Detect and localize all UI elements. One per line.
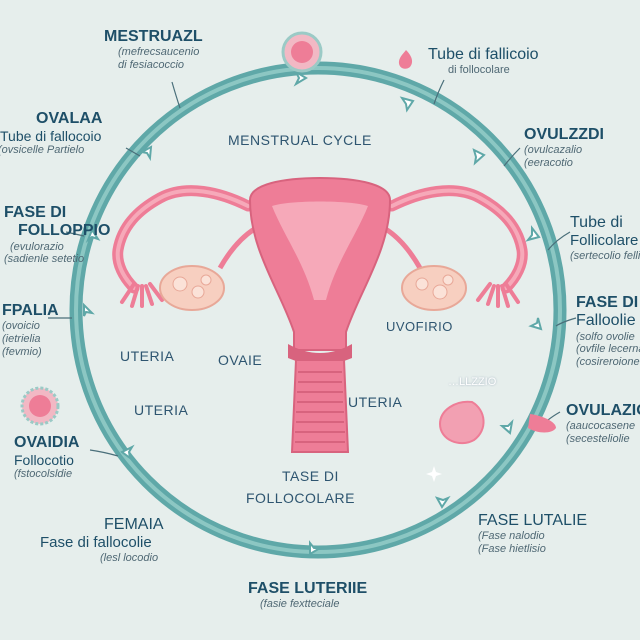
center-title: MENSTRUAL CYCLE <box>228 132 372 148</box>
label-tase-line2: FOLLOCOLARE <box>246 490 355 506</box>
label-group-bottom-left: FEMAIA Fase di fallocolie (lesl locodio <box>40 516 164 564</box>
label-uteria-left-2: UTERIA <box>134 402 189 418</box>
label-group-top-right: Tube di fallicoio di follocolare <box>428 46 539 77</box>
label-group-right-3: FASE DI Falloolie (solfo ovolie (ovfile … <box>576 294 640 369</box>
label-sub: (evulorazio <box>10 240 64 253</box>
label-sub: (aaucocasene <box>566 420 636 433</box>
label-sub: (sertecolio fellio <box>570 249 640 262</box>
uterine-cavity <box>272 201 368 300</box>
label-group-top-left: MESTRUAZL (mefrecsaucenio di fesiacoccio <box>104 28 203 72</box>
label-title: OVALAA <box>36 110 103 127</box>
pointer-line <box>547 231 571 251</box>
label-title: OVULAZIO <box>566 402 640 419</box>
label-sub: (sadienle setetio <box>4 253 85 266</box>
chevron-icon <box>472 148 486 166</box>
pointer-line <box>171 81 181 109</box>
label-tase-line1: TASE DI <box>282 468 339 484</box>
label-sub: (Fase nalodio <box>478 530 545 543</box>
pointer-line <box>89 449 119 457</box>
label-sub: (secesteliolie <box>566 433 630 446</box>
label-line2: Follicolare <box>570 232 639 250</box>
chevron-icon <box>139 145 153 162</box>
pointer-lines <box>48 79 577 457</box>
label-line2: Falloolie <box>576 312 636 330</box>
chevron-icon <box>309 540 324 556</box>
label-ovaie: OVAIE <box>218 352 263 368</box>
label-group-left-4: OVAIDIA Follocotio (fstocolsldie <box>14 434 79 481</box>
label-sub: (mefrecsaucenio <box>118 46 200 59</box>
egg-cell-icon-left <box>20 386 60 426</box>
label-sub: di fesiacoccio <box>118 59 185 72</box>
chevron-icon <box>85 227 101 243</box>
label-title: OVULZZDI <box>524 126 604 143</box>
label-uteria-left-1: UTERIA <box>120 348 175 364</box>
label-sub: (cosireroione <box>576 356 640 369</box>
label-sub: (eeracotio <box>524 157 573 170</box>
chevron-icon <box>399 96 415 113</box>
follicle-drop-icon <box>438 400 556 445</box>
label-sub: (ovoicio <box>2 320 40 333</box>
pointer-line <box>125 147 141 157</box>
pointer-line <box>433 79 445 105</box>
label-sub: di follocolare <box>448 64 510 77</box>
label-title: FEMAIA <box>104 516 164 533</box>
label-title: FASE DI <box>576 294 639 311</box>
label-title: Tube di <box>570 214 623 231</box>
ring-chevrons <box>83 69 543 556</box>
label-title: FPALIA <box>2 302 59 319</box>
label-group-right-1: OVULZZDI (ovulcazalio (eeracotio <box>524 126 604 170</box>
label-title: FASE LUTALIE <box>478 512 588 529</box>
vaginal-canal <box>290 359 350 453</box>
pointer-line <box>65 231 85 237</box>
chevron-icon <box>434 495 451 509</box>
label-group-left-1: OVALAA Tube di fallocoio (ovsicelle Part… <box>0 110 102 157</box>
label-uteria-center: UTERIA <box>348 394 403 410</box>
label-sub: (lesl locodio <box>100 551 159 564</box>
label-group-left-2: FASE DI FOLLOPPIO (evulorazio (sadienle … <box>4 204 110 266</box>
label-title: MESTRUAZL <box>104 28 203 45</box>
egg-cell-icon-top <box>281 31 323 73</box>
label-sub: (fasie fextteciale <box>260 598 340 611</box>
pointer-line <box>555 317 577 327</box>
label-sub: (ovsicelle Partielo <box>0 144 85 157</box>
label-title: Tube di fallicoio <box>428 46 539 63</box>
label-group-bottom: FASE LUTERIIE (fasie fextteciale <box>248 580 367 611</box>
label-sub: (ovulcazalio <box>524 144 583 157</box>
label-line2: Follocotio <box>14 452 74 469</box>
label-sub: (fevmio) <box>2 345 42 358</box>
label-uvofirio: UVOFIRIO <box>386 319 453 334</box>
label-zzio: …LLZZIO <box>448 376 497 388</box>
chevron-icon <box>293 69 308 87</box>
chevron-icon <box>499 419 514 435</box>
left-fimbriae <box>120 282 164 308</box>
vaginal-rugae <box>295 371 345 443</box>
label-sub: (ovfile lecerna <box>576 343 640 356</box>
right-fimbriae <box>476 282 520 308</box>
chevron-icon <box>528 317 543 331</box>
label-group-right-2: Tube di Follicolare (sertecolio fellio <box>570 214 640 262</box>
label-group-left-3: FPALIA (ovoicio (ietrielia (fevmio) <box>2 302 59 358</box>
drop-icon-top-right <box>398 50 413 69</box>
label-sub: (solfo ovolie <box>576 330 635 343</box>
sparkle-icon <box>426 466 442 482</box>
label-title: FASE LUTERIIE <box>248 580 368 597</box>
uterus-illustration <box>112 176 528 453</box>
chevron-icon <box>525 225 541 242</box>
label-group-right-4: OVULAZIO (aaucocasene (secesteliolie <box>566 402 640 446</box>
label-line2: Fase di fallocolie <box>40 534 152 552</box>
left-ovary <box>159 265 225 311</box>
label-line2: FOLLOPPIO <box>18 222 111 240</box>
label-group-bottom-right: FASE LUTALIE (Fase nalodio (Fase hietlis… <box>478 512 587 556</box>
chevron-icon <box>120 444 135 461</box>
chevron-icon <box>83 302 95 317</box>
pointer-line <box>503 147 521 167</box>
cycle-ring-highlight <box>74 66 562 554</box>
label-sub: (fstocolsldie <box>14 468 73 481</box>
label-title: FASE DI <box>4 204 67 221</box>
label-title: OVAIDIA <box>14 434 80 451</box>
label-sub: (ietrielia <box>2 333 41 346</box>
label-line2: Tube di fallocoio <box>0 128 102 145</box>
label-sub: (Fase hietlisio <box>478 543 546 556</box>
